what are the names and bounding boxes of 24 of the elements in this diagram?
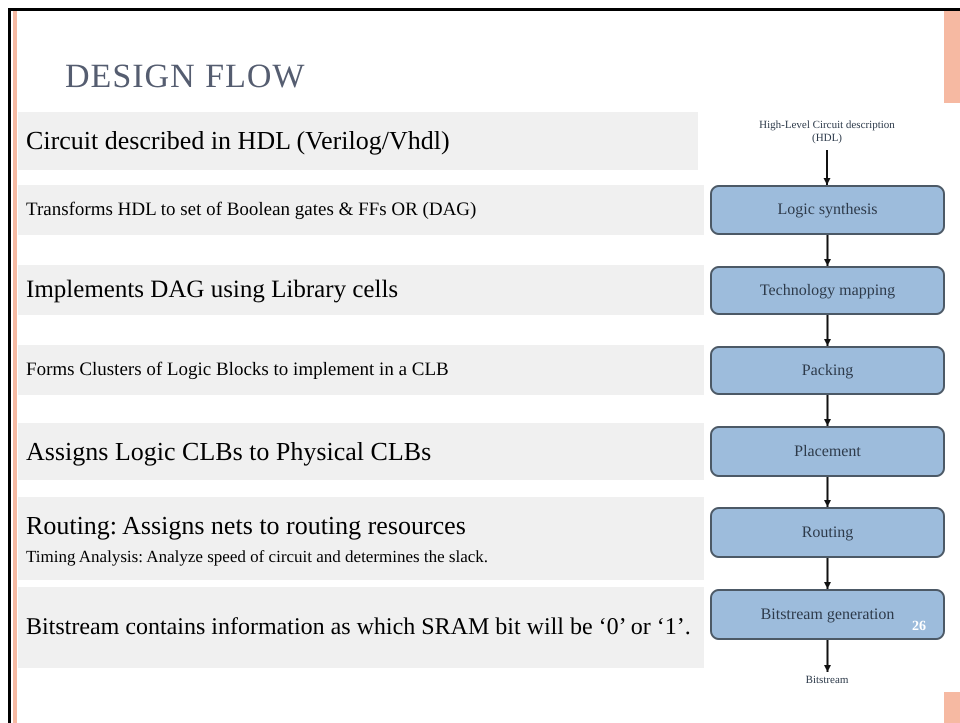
process-box: Routing: [710, 507, 945, 558]
description-text: Bitstream contains information as which SRAM bit will be ‘0’ or ‘1’.: [26, 613, 692, 642]
flow-text: Bitstream: [787, 672, 867, 690]
process-box: Packing: [710, 346, 945, 395]
arrow: [824, 235, 831, 266]
arrow: [824, 150, 830, 185]
process-box: Logic synthesis: [710, 185, 945, 235]
description-text: Assigns Logic CLBs to Physical CLBs: [26, 436, 432, 468]
arrow: [824, 315, 831, 346]
flow-text: High-Level Circuit description (HDL): [752, 114, 902, 150]
description-text: Implements DAG using Library cells: [26, 274, 400, 305]
arrow: [824, 640, 831, 672]
arrow: [824, 477, 831, 507]
page-number: 26: [912, 619, 926, 635]
arrow: [824, 395, 831, 426]
description-text: Transforms HDL to set of Boolean gates & FFs OR (DAG): [26, 198, 478, 222]
process-box: Placement: [710, 426, 945, 477]
description-text: Circuit described in HDL (Verilog/Vhdl): [26, 125, 451, 158]
description-text: Forms Clusters of Logic Blocks to implement in a CLB: [26, 358, 450, 382]
arrow: [824, 558, 831, 589]
process-box: Technology mapping: [710, 266, 945, 315]
description-text: Routing: Assigns nets to routing resources: [26, 510, 467, 542]
description-text: Timing Analysis: Analyze speed of circuit and determines the slack.: [26, 546, 490, 568]
slide-title: DESIGN FLOW: [65, 58, 306, 96]
